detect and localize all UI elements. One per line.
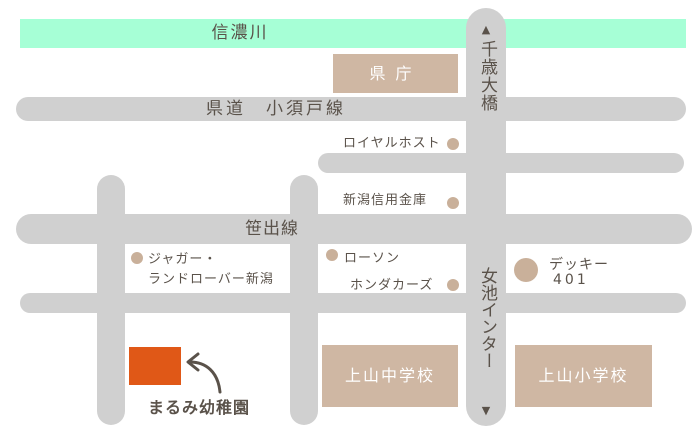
curved-arrow-icon (186, 352, 222, 394)
road-kendo-kosudo (16, 97, 686, 121)
building-kamiyama-junior-high: 上山中学校 (322, 345, 458, 407)
poi-label-decky-line1: デッキー (549, 257, 609, 273)
arrow-up-icon: ▲ (481, 23, 491, 36)
poi-label-jaguar-line2: ランドローバー新潟 (148, 272, 274, 287)
road-vertical-middle (290, 175, 318, 425)
poi-label-royal-host: ロイヤルホスト (343, 136, 441, 151)
poi-label-niigata-shinkin: 新潟信用金庫 (343, 193, 428, 208)
road-label-meichi: 女池インター (477, 267, 497, 369)
poi-dot-royal-host (447, 138, 459, 150)
poi-label-honda-cars: ホンダカーズ (350, 278, 434, 293)
road-label-sasade: 笹出線 (245, 219, 299, 239)
poi-dot-niigata-shinkin (447, 197, 459, 209)
poi-dot-jaguar (131, 252, 143, 264)
kindergarten-marker (129, 347, 181, 385)
poi-label-jaguar-line1: ジャガー・ (148, 252, 218, 267)
road-sasade (16, 214, 692, 244)
poi-dot-lawson (326, 249, 338, 261)
road-vertical-west (97, 175, 125, 425)
road-label-kendo: 県道 小須戸線 (206, 99, 346, 119)
building-kencho: 県庁 (333, 54, 458, 93)
building-kamiyama-elementary: 上山小学校 (515, 345, 652, 407)
poi-dot-decky (514, 258, 538, 282)
road-chitose-ohashi (466, 8, 506, 426)
river-label: 信濃川 (211, 23, 269, 43)
poi-dot-honda-cars (447, 279, 459, 291)
arrow-down-icon: ▼ (481, 404, 491, 417)
road-honda-street (20, 293, 686, 313)
poi-label-lawson: ローソン (344, 251, 401, 266)
shinano-river (20, 19, 686, 48)
poi-label-decky-line2: 401 (553, 272, 589, 288)
road-label-chitose: 千歳大橋 (477, 40, 497, 112)
kindergarten-label: まるみ幼稚園 (148, 398, 251, 417)
